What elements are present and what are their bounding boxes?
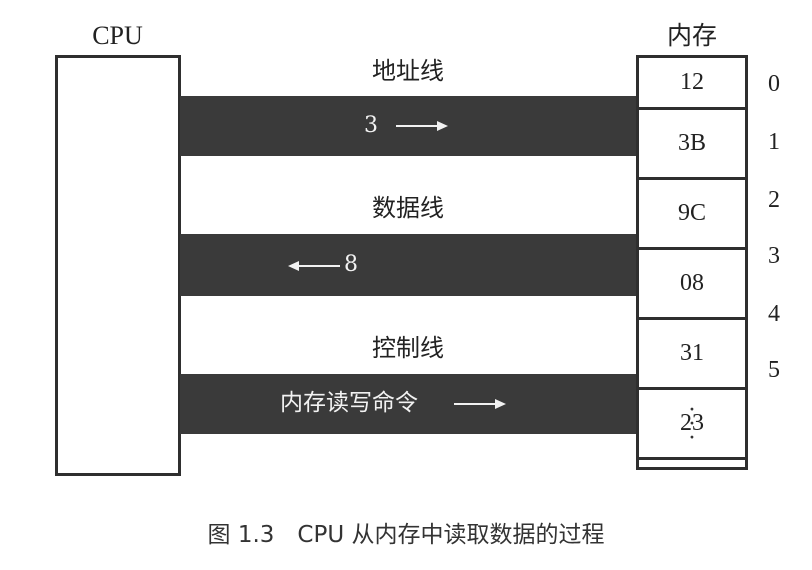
arrow-right-icon — [454, 399, 506, 409]
memory-address-label: 4 — [768, 301, 780, 327]
memory-address-label: 0 — [768, 71, 780, 97]
data-bus-label: 数据线 — [372, 194, 444, 222]
memory-address-label: 3 — [768, 243, 780, 269]
address-bus: 3 — [180, 96, 636, 156]
data-bus: 8 — [180, 234, 636, 296]
arrow-left-icon — [288, 261, 340, 271]
memory-address-label: 5 — [768, 357, 780, 383]
memory-ellipsis: · · · — [688, 398, 696, 451]
memory-address-label: 2 — [768, 187, 780, 213]
memory-cell: 9C — [639, 180, 745, 250]
memory-cell: 31 — [639, 320, 745, 390]
address-bus-signal: 3 — [364, 113, 378, 138]
control-bus-label: 控制线 — [372, 334, 444, 362]
memory-cell: 23 — [639, 390, 745, 460]
memory-cell: 08 — [639, 250, 745, 320]
memory-address-label: 1 — [768, 129, 780, 155]
memory-cell: 12 — [639, 58, 745, 110]
data-bus-signal: 8 — [344, 252, 358, 277]
control-bus-signal: 内存读写命令 — [280, 390, 418, 416]
memory-cell: 3B — [639, 110, 745, 180]
figure-caption: 图 1.3 CPU 从内存中读取数据的过程 — [207, 522, 605, 548]
cpu-box — [55, 55, 181, 476]
memory-label: 内存 — [666, 21, 717, 50]
control-bus: 内存读写命令 — [180, 374, 636, 434]
arrow-right-icon — [396, 121, 448, 131]
address-bus-label: 地址线 — [372, 57, 444, 85]
cpu-label: CPU — [92, 21, 143, 50]
